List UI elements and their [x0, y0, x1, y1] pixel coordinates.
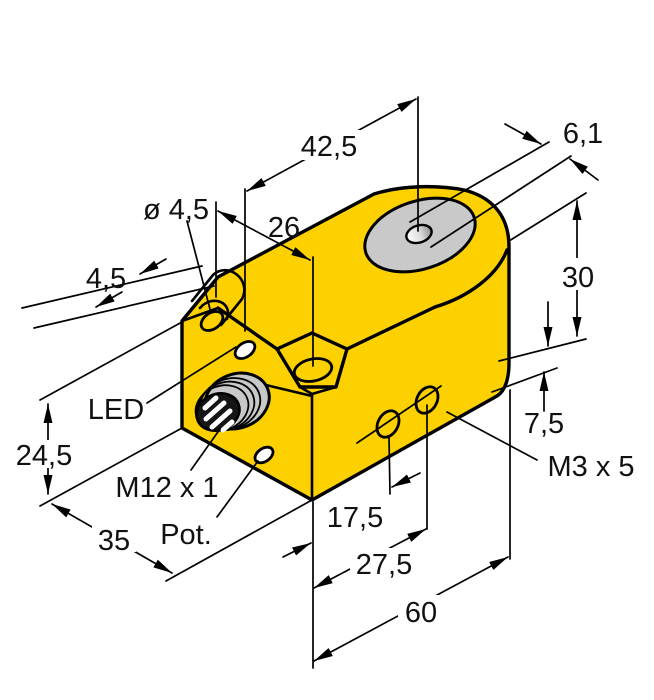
- led-hole: [233, 340, 257, 360]
- slot-hole: [199, 310, 225, 332]
- mounting-through-hole: [292, 357, 334, 383]
- sensor-body: [180, 184, 511, 502]
- top-front-ridge-right: [345, 305, 437, 351]
- label-m3: M3 x 5: [446, 411, 635, 483]
- dim-24-5: 24,5: [10, 321, 183, 507]
- m12-pins: [202, 395, 235, 433]
- dim-30: 30: [498, 192, 602, 362]
- dim-17-5-label: 17,5: [327, 502, 383, 534]
- dim-24-5-label: 24,5: [16, 440, 72, 472]
- dim-4-5-label: 4,5: [86, 263, 126, 295]
- dim-dia-4-5: ø 4,5: [143, 194, 212, 314]
- mounting-slot: [190, 268, 246, 332]
- sensing-face-disc: [363, 196, 477, 274]
- dim-7-5: 7,5: [491, 301, 564, 440]
- dim-30-label: 30: [562, 262, 594, 294]
- dim-26: 26: [215, 201, 314, 367]
- m12-connector: [194, 371, 271, 433]
- dim-60: 60: [313, 389, 511, 662]
- dim-35: 35: [51, 499, 313, 582]
- dim-6-1: 6,1: [409, 118, 603, 248]
- sensing-face-hole: [405, 223, 433, 245]
- dim-6-1-label: 6,1: [563, 118, 603, 150]
- dim-7-5-label: 7,5: [524, 408, 564, 440]
- led-label: LED: [88, 394, 144, 426]
- dim-42-5: 42,5: [244, 96, 419, 332]
- label-m12: M12 x 1: [115, 428, 221, 504]
- end-face-top-edge: [180, 306, 220, 323]
- dim-17-5: 17,5: [282, 436, 421, 669]
- m3-axis-line: [356, 385, 442, 444]
- dim-dia-4-5-label: ø 4,5: [143, 194, 209, 226]
- dim-4-5: 4,5: [21, 258, 215, 329]
- mounting-hole-groove: [275, 331, 349, 396]
- dim-26-label: 26: [268, 212, 300, 244]
- dim-42-5-label: 42,5: [301, 131, 357, 163]
- dim-60-label: 60: [405, 597, 437, 629]
- m3-label: M3 x 5: [547, 451, 634, 483]
- cylinder-rim-edge: [433, 248, 509, 309]
- pot-hole: [253, 445, 275, 465]
- label-led: LED: [88, 346, 237, 426]
- m3-hole-2: [414, 385, 440, 415]
- dim-35-label: 35: [98, 525, 130, 557]
- m12-label: M12 x 1: [115, 472, 218, 504]
- pot-label: Pot.: [160, 519, 212, 551]
- dim-27-5-label: 27,5: [356, 549, 412, 581]
